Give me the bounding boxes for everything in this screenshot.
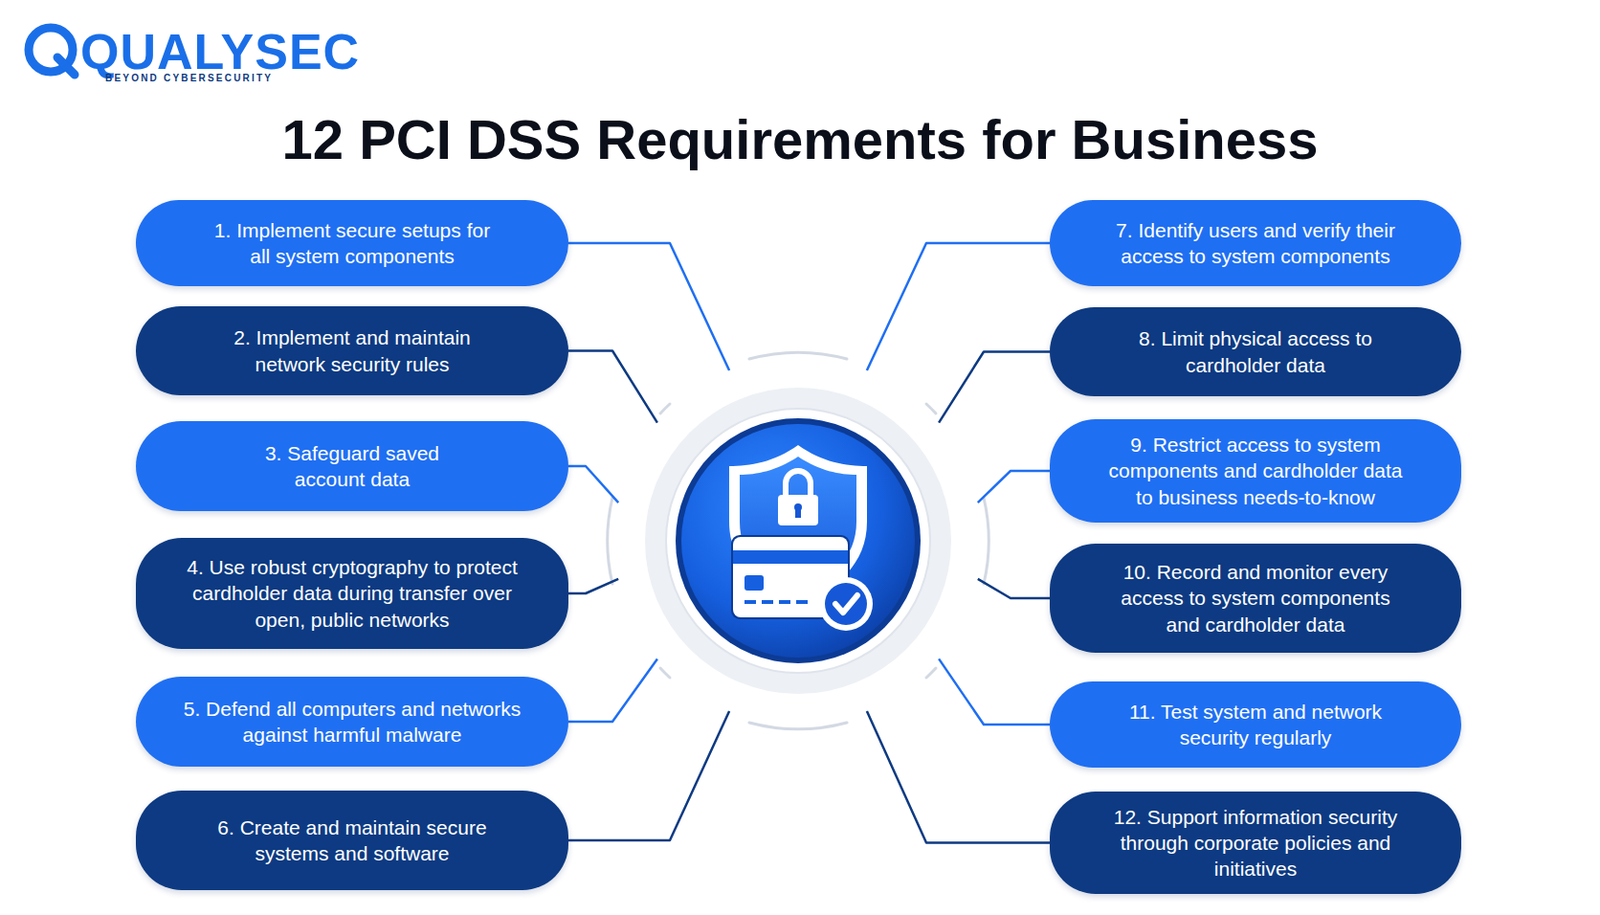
requirement-text: 2. Implement and maintain network securi… [213, 324, 491, 378]
requirement-text: 7. Identify users and verify their acces… [1088, 217, 1423, 270]
requirement-pill: 4. Use robust cryptography to protect ca… [135, 537, 569, 649]
requirement-pill: 2. Implement and maintain network securi… [135, 306, 569, 396]
requirement-text: 6. Create and maintain secure systems an… [212, 814, 492, 867]
leader-line [568, 351, 658, 423]
leader-line [568, 711, 730, 841]
text-wrap: 3. Safeguard saved account data [249, 440, 456, 493]
requirement-text: 12. Support information security through… [1102, 803, 1409, 883]
shield-card-icon [729, 444, 873, 631]
requirement-pill: 1. Implement secure setups for all syste… [135, 200, 569, 287]
requirement-pill: 9. Restrict access to system components … [1049, 419, 1462, 523]
requirement-pill: 11. Test system and network security reg… [1049, 681, 1462, 768]
diagram-title: 12 PCI DSS Requirements for Business [0, 107, 1600, 172]
leader-line [568, 466, 619, 503]
requirement-text: 9. Restrict access to system components … [1097, 431, 1414, 511]
requirement-pill: 3. Safeguard saved account data [135, 421, 569, 512]
leader-line [938, 352, 1050, 423]
text-wrap: 10. Record and monitor every access to s… [1110, 558, 1402, 638]
requirement-text: 3. Safeguard saved account data [249, 440, 456, 493]
requirement-text: 10. Record and monitor every access to s… [1110, 558, 1402, 638]
text-wrap: 7. Identify users and verify their acces… [1088, 217, 1423, 270]
leader-line [568, 578, 619, 594]
text-wrap: 4. Use robust cryptography to protect ca… [182, 554, 523, 633]
requirement-pill: 6. Create and maintain secure systems an… [135, 790, 569, 890]
leader-line [938, 658, 1050, 725]
leader-line [568, 658, 658, 722]
leader-line [977, 470, 1050, 503]
requirement-text: 1. Implement secure setups for all syste… [208, 217, 496, 270]
requirement-pill: 12. Support information security through… [1049, 791, 1462, 894]
requirement-pill: 8. Limit physical access to cardholder d… [1049, 307, 1462, 397]
text-wrap: 5. Defend all computers and networks aga… [182, 695, 523, 749]
text-wrap: 11. Test system and network security reg… [1129, 698, 1383, 752]
requirement-text: 4. Use robust cryptography to protect ca… [182, 554, 523, 633]
requirement-pill: 5. Defend all computers and networks aga… [135, 676, 569, 767]
text-wrap: 8. Limit physical access to cardholder d… [1135, 325, 1376, 378]
orbit-arcs [607, 352, 989, 730]
leader-line [977, 578, 1050, 599]
text-wrap: 2. Implement and maintain network securi… [213, 324, 491, 378]
requirement-pill: 7. Identify users and verify their acces… [1049, 200, 1462, 287]
text-wrap: 12. Support information security through… [1102, 803, 1409, 883]
logo-mark [28, 27, 75, 75]
requirement-text: 8. Limit physical access to cardholder d… [1135, 325, 1376, 378]
text-wrap: 1. Implement secure setups for all syste… [208, 217, 496, 270]
logo-wordmark: QUALYSEC [80, 22, 360, 81]
requirement-pill: 10. Record and monitor every access to s… [1049, 543, 1462, 653]
leader-line [866, 711, 1050, 844]
text-wrap: 6. Create and maintain secure systems an… [212, 814, 492, 867]
logo-tagline: BEYOND CYBERSECURITY [105, 72, 273, 84]
requirement-text: 5. Defend all computers and networks aga… [182, 695, 523, 749]
text-wrap: 9. Restrict access to system components … [1097, 431, 1414, 511]
requirement-text: 11. Test system and network security reg… [1129, 698, 1383, 752]
